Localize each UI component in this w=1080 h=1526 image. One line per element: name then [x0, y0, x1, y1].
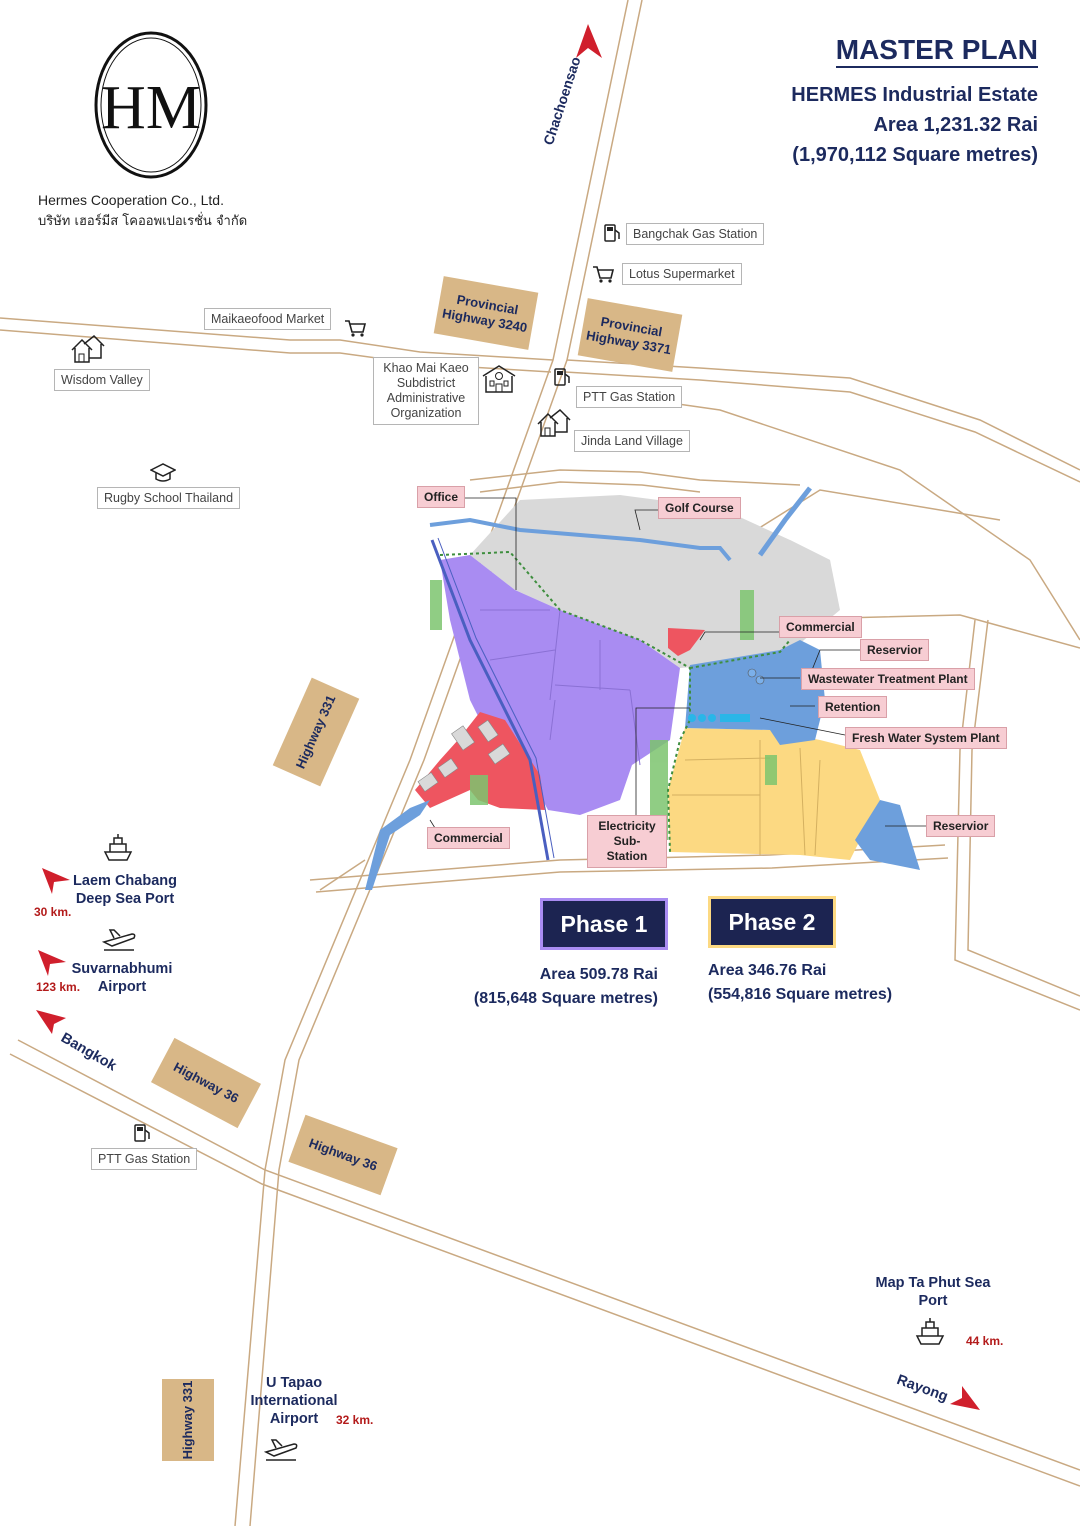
company-name-th: บริษัท เฮอร์มีส โคออพเปอเรชั่น จำกัด: [38, 214, 248, 229]
estate-zones: [365, 486, 920, 890]
commercial-left-label: Commercial: [427, 827, 510, 849]
suvarnabhumi-arrow-icon: [38, 950, 66, 976]
gas-pump-icon: [554, 368, 570, 386]
lotus-supermarket-label: Lotus Supermarket: [622, 263, 742, 285]
ship-icon: [915, 1318, 945, 1345]
estate-name: HERMES Industrial Estate: [791, 84, 1038, 106]
laem-chabang-label: Laem Chabang Deep Sea Port: [73, 873, 177, 907]
fresh-water-plant-label: Fresh Water System Plant: [845, 727, 1007, 749]
commercial-top-zone: [668, 628, 705, 656]
retention-label: Retention: [818, 696, 888, 718]
reservoir-top-label: Reservior: [860, 639, 930, 661]
rayong-arrow-icon: [950, 1386, 980, 1410]
hm-monogram-logo: HM: [94, 31, 208, 179]
maikaeofood-market-label: Maikaeofood Market: [204, 308, 332, 330]
airplane-icon: [102, 929, 136, 951]
wastewater-plant-label: Wastewater Treatment Plant: [801, 668, 975, 690]
phase2-area: Area 346.76 Rai: [708, 962, 827, 979]
phase1-area: Area 509.78 Rai: [539, 966, 658, 983]
ship-icon: [103, 834, 133, 861]
school-building-icon: [482, 365, 516, 393]
logo-monogram: HM: [101, 74, 201, 142]
graduation-cap-icon: [150, 463, 176, 482]
phase1-area-sqm: (815,648 Square metres): [473, 990, 658, 1007]
laem-chabang-distance: 30 km.: [34, 905, 72, 919]
phase2-zone: [668, 728, 880, 860]
bangchak-gas-station-label: Bangchak Gas Station: [626, 223, 765, 245]
suvarnabhumi-distance: 123 km.: [36, 980, 81, 994]
phase1-badge: Phase 1: [540, 898, 668, 950]
office-label: Office: [417, 486, 466, 508]
reservoir-bottom-label: Reservior: [926, 815, 996, 837]
airplane-icon: [264, 1439, 298, 1461]
commercial-top-label: Commercial: [779, 616, 862, 638]
golf-course-label: Golf Course: [658, 497, 741, 519]
map-ta-phut-distance: 44 km.: [966, 1334, 1004, 1348]
estate-area: Area 1,231.32 Rai: [873, 114, 1038, 136]
page-title: MASTER PLAN: [835, 34, 1038, 68]
gas-pump-icon: [134, 1124, 150, 1142]
gas-pump-icon: [604, 224, 620, 242]
house-icon: [537, 408, 571, 437]
house-icon: [71, 334, 105, 363]
commercial-left-zone: [415, 712, 545, 810]
company-name-en: Hermes Cooperation Co., Ltd.: [38, 192, 224, 208]
shopping-cart-icon: [345, 320, 367, 337]
estate-area-sqm: (1,970,112 Square metres): [792, 144, 1038, 166]
map-ta-phut-label: Map Ta Phut Sea Port: [875, 1275, 991, 1309]
electricity-substation-label: Electricity Sub-Station: [587, 815, 667, 868]
khao-mai-kaeo-label: Khao Mai Kaeo Subdistrict Administrative…: [373, 357, 479, 425]
utapao-distance: 32 km.: [336, 1413, 374, 1427]
phase2-area-sqm: (554,816 Square metres): [708, 986, 893, 1003]
bangkok-arrow-icon: [36, 1010, 66, 1034]
reservoir-east-zone: [855, 800, 920, 870]
rugby-school-label: Rugby School Thailand: [97, 487, 241, 509]
ptt-gas-station-bottom-label: PTT Gas Station: [91, 1148, 198, 1170]
utapao-label: U Tapao International Airport: [250, 1375, 338, 1427]
suvarnabhumi-label: Suvarnabhumi Airport: [71, 961, 173, 995]
phase2-badge: Phase 2: [708, 896, 836, 948]
shopping-cart-icon: [593, 266, 615, 283]
utility-zone: [685, 650, 815, 745]
wisdom-valley-label: Wisdom Valley: [54, 369, 150, 391]
highway-331-bottom-sign: Highway 331: [162, 1379, 214, 1461]
jinda-land-village-label: Jinda Land Village: [574, 430, 690, 452]
chachoengsao-arrow-icon: [576, 24, 602, 58]
ptt-gas-station-top-label: PTT Gas Station: [576, 386, 683, 408]
laem-chabang-arrow-icon: [42, 868, 70, 894]
